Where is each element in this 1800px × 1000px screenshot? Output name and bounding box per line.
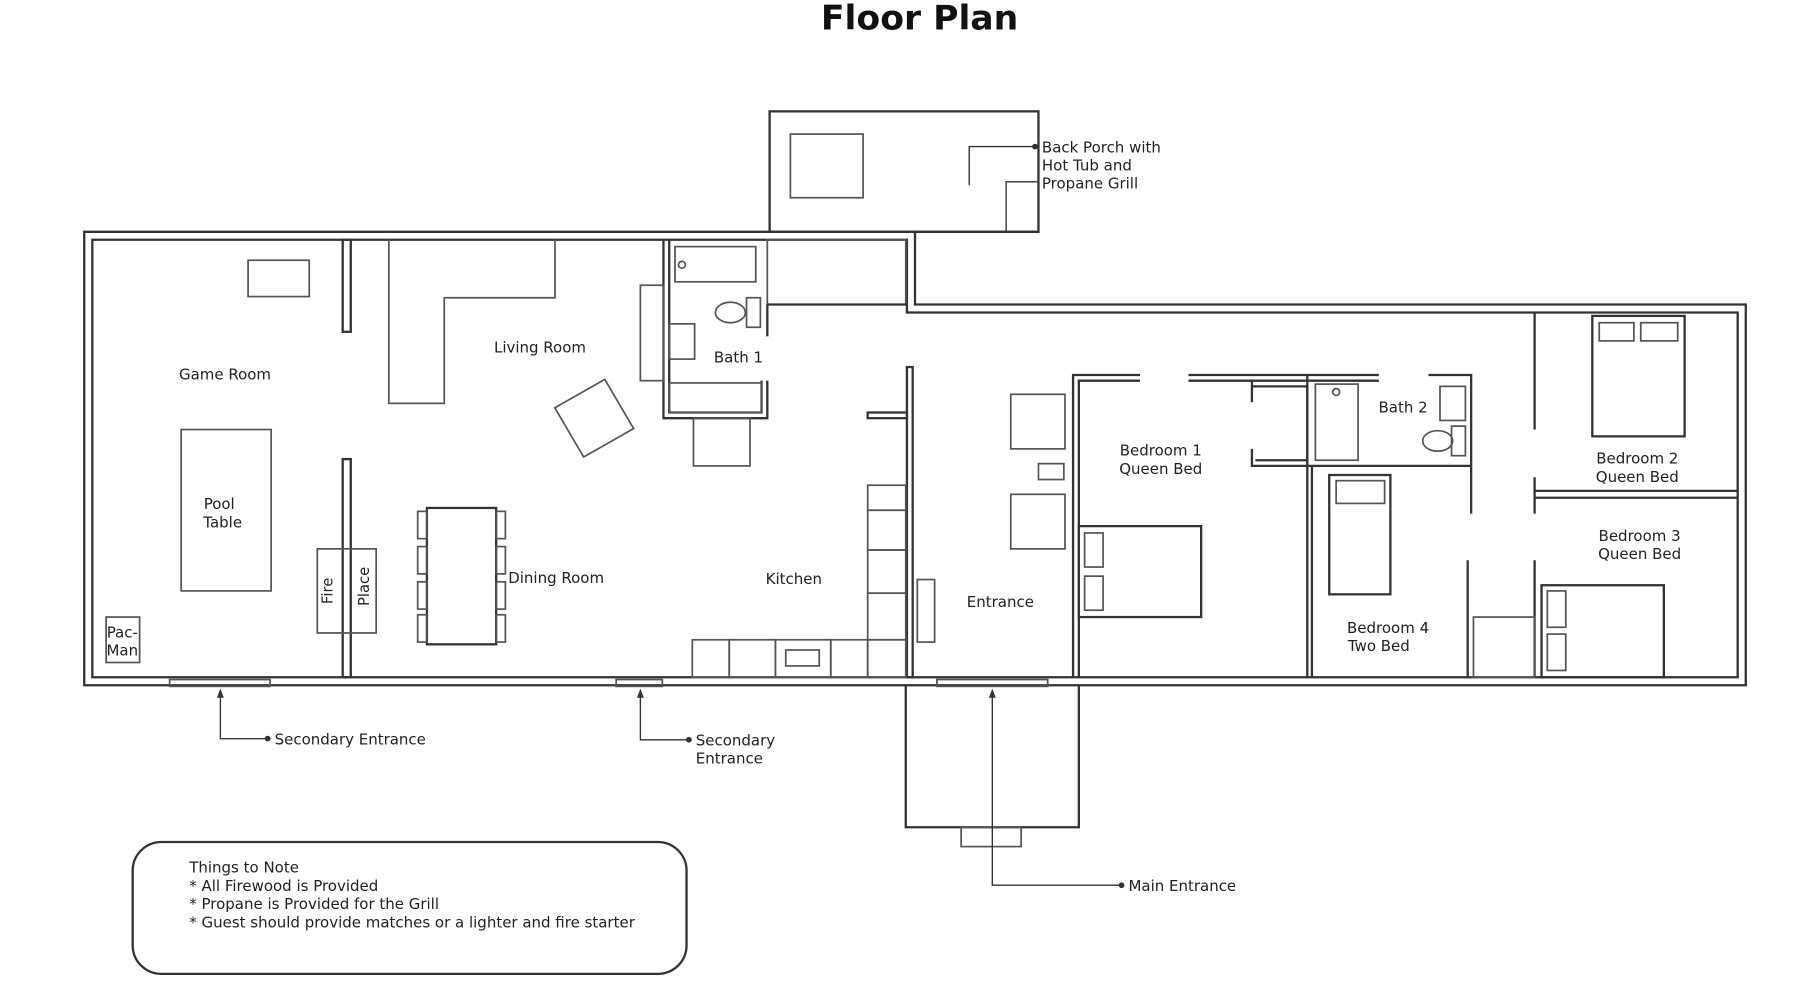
outer-walls [83,230,1747,687]
callout-secondary-entrance-1: Secondary Entrance [216,688,426,748]
bathtub [674,245,757,283]
rooms-dining_room-label: Dining Room [508,569,604,587]
callouts-secondary_entrance_1-label: Secondary Entrance [275,730,426,748]
living-room: Living Room [387,239,635,459]
callouts-back_porch-1-label: Hot Tub and [1042,157,1132,175]
rooms-bedroom1-1-label: Queen Bed [1119,460,1202,478]
callout-main-entrance: Main Entrance [988,688,1236,895]
rooms-bedroom1-0-label: Bedroom 1 [1120,442,1202,460]
notes-items-1-label: * Propane is Provided for the Grill [189,895,439,913]
bath-2: Bath 2 [1250,373,1473,678]
callouts-back_porch-0-label: Back Porch with [1042,138,1161,156]
callouts-main_entrance-label: Main Entrance [1128,877,1236,895]
bedroom-3: Bedroom 3 Queen Bed [1466,527,1681,679]
rooms-bedroom3-1-label: Queen Bed [1598,545,1681,563]
bedroom-2: Bedroom 2 Queen Bed [1533,312,1738,514]
rooms-pacman-1-label: Man [106,642,138,660]
rooms-living_room-label: Living Room [494,338,586,356]
rooms-bedroom4-0-label: Bedroom 4 [1347,619,1429,637]
rooms-entrance-label: Entrance [967,593,1034,611]
callout-secondary-entrance-2: Secondary Entrance [636,688,776,768]
rooms-kitchen-label: Kitchen [766,570,822,588]
bedroom-1: Bedroom 1 Queen Bed [1071,373,1379,678]
callout-back-porch: Back Porch with Hot Tub and Propane Gril… [1032,138,1161,193]
back-porch [768,110,1040,233]
rooms-pool_table-0-label: Pool [204,495,235,513]
callouts-secondary_entrance_2-1-label: Entrance [696,750,763,768]
kitchen: Kitchen [691,365,914,679]
rooms-bath1-label: Bath 1 [714,349,763,367]
page-title: Floor Plan [821,0,1018,38]
callouts-back_porch-2-label: Propane Grill [1042,175,1138,193]
bedroom-4: Bedroom 4 Two Bed [1328,473,1429,655]
notes-items-2-label: * Guest should provide matches or a ligh… [189,913,636,931]
game-room: Game Room Pool Table Pac- Man Fire Place [105,238,378,679]
front-porch [168,678,1080,848]
notes-heading-label: Things to Note [188,859,299,877]
shower [1314,383,1359,462]
pool-table [180,428,273,592]
toilet [745,296,762,329]
rooms-bedroom2-0-label: Bedroom 2 [1596,450,1678,468]
notes-box: Things to Note * All Firewood is Provide… [131,840,688,975]
rooms-bedroom3-0-label: Bedroom 3 [1599,527,1681,545]
rooms-fireplace-0-label: Fire [318,578,336,604]
callouts-secondary_entrance_2-0-label: Secondary [696,732,776,750]
rooms-pool_table-1-label: Table [202,513,242,531]
pacman-machine [105,616,141,664]
rooms-fireplace-1-label: Place [355,567,373,606]
rooms-game_room-label: Game Room [179,366,271,384]
fireplace [316,548,378,634]
rooms-bedroom4-1-label: Two Bed [1347,637,1410,655]
hot-tub [789,133,864,199]
rooms-bath2-label: Bath 2 [1379,399,1428,417]
dining-table: Dining Room [416,506,604,646]
rooms-bedroom2-1-label: Queen Bed [1596,468,1679,486]
rooms-pacman-0-label: Pac- [107,624,138,642]
notes-items-0-label: * All Firewood is Provided [189,877,378,895]
sink [668,323,696,360]
entrance: Entrance [916,393,1066,643]
bath-1: Bath 1 [639,238,907,467]
